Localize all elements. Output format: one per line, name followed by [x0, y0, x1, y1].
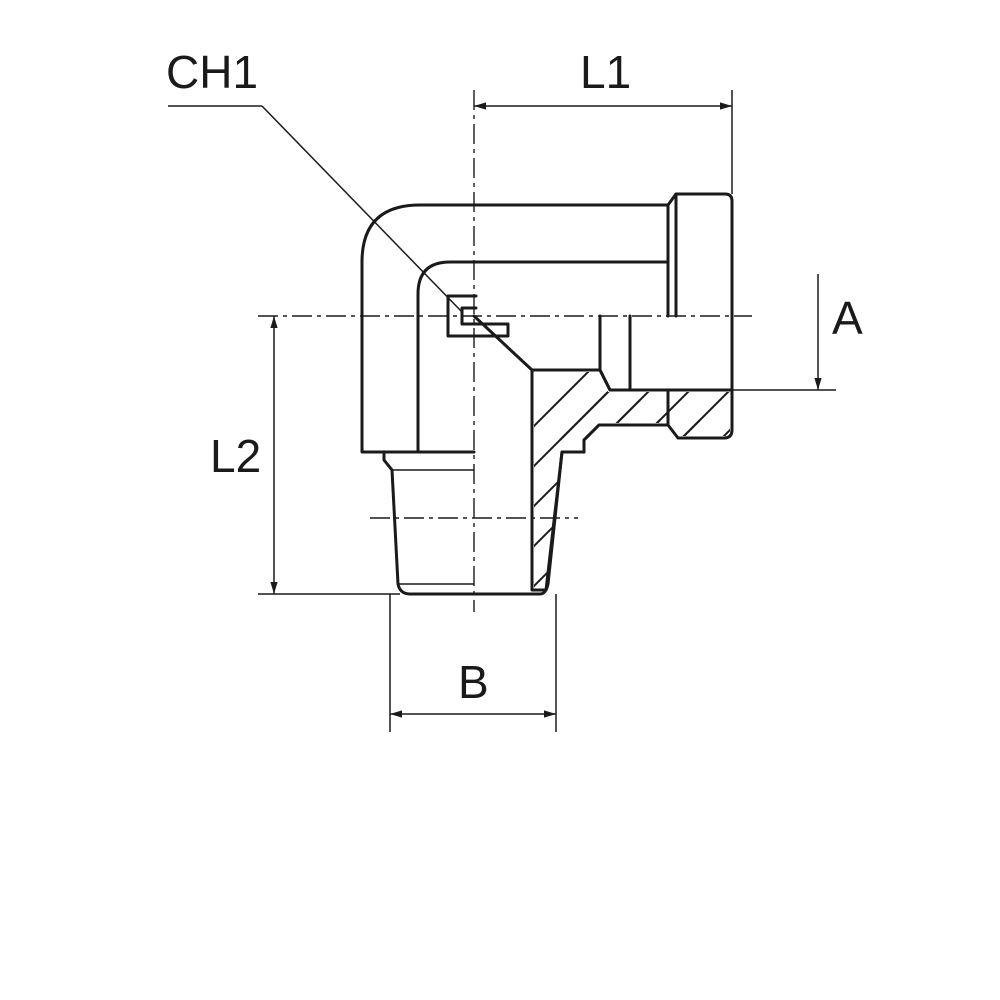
- a-label: A: [832, 292, 863, 344]
- ch1-label: CH1: [166, 46, 258, 98]
- dim-b: B: [389, 594, 557, 732]
- nut-outer-contour: [582, 192, 734, 454]
- b-label: B: [458, 656, 489, 708]
- centerlines: [258, 90, 752, 612]
- dim-l1: L1: [474, 46, 733, 194]
- section-outline: [530, 368, 670, 592]
- threaded-end: [382, 450, 564, 596]
- inner-elbow-contour: [416, 260, 670, 454]
- nut-hex: [582, 192, 734, 454]
- dim-a: A: [732, 274, 863, 391]
- nut-bore-line: [598, 368, 734, 392]
- l1-label: L1: [580, 46, 631, 98]
- dim-ch1: CH1: [166, 46, 463, 313]
- bracket-feature: [446, 294, 510, 338]
- outer-elbow-contour: [360, 203, 670, 454]
- ch1-leader-line: [261, 105, 463, 313]
- dim-l2: L2: [210, 316, 400, 595]
- elbow-body: [360, 203, 670, 454]
- thread-outer-contour: [382, 450, 476, 596]
- l2-label: L2: [210, 430, 261, 482]
- thread-right-contour: [472, 450, 564, 596]
